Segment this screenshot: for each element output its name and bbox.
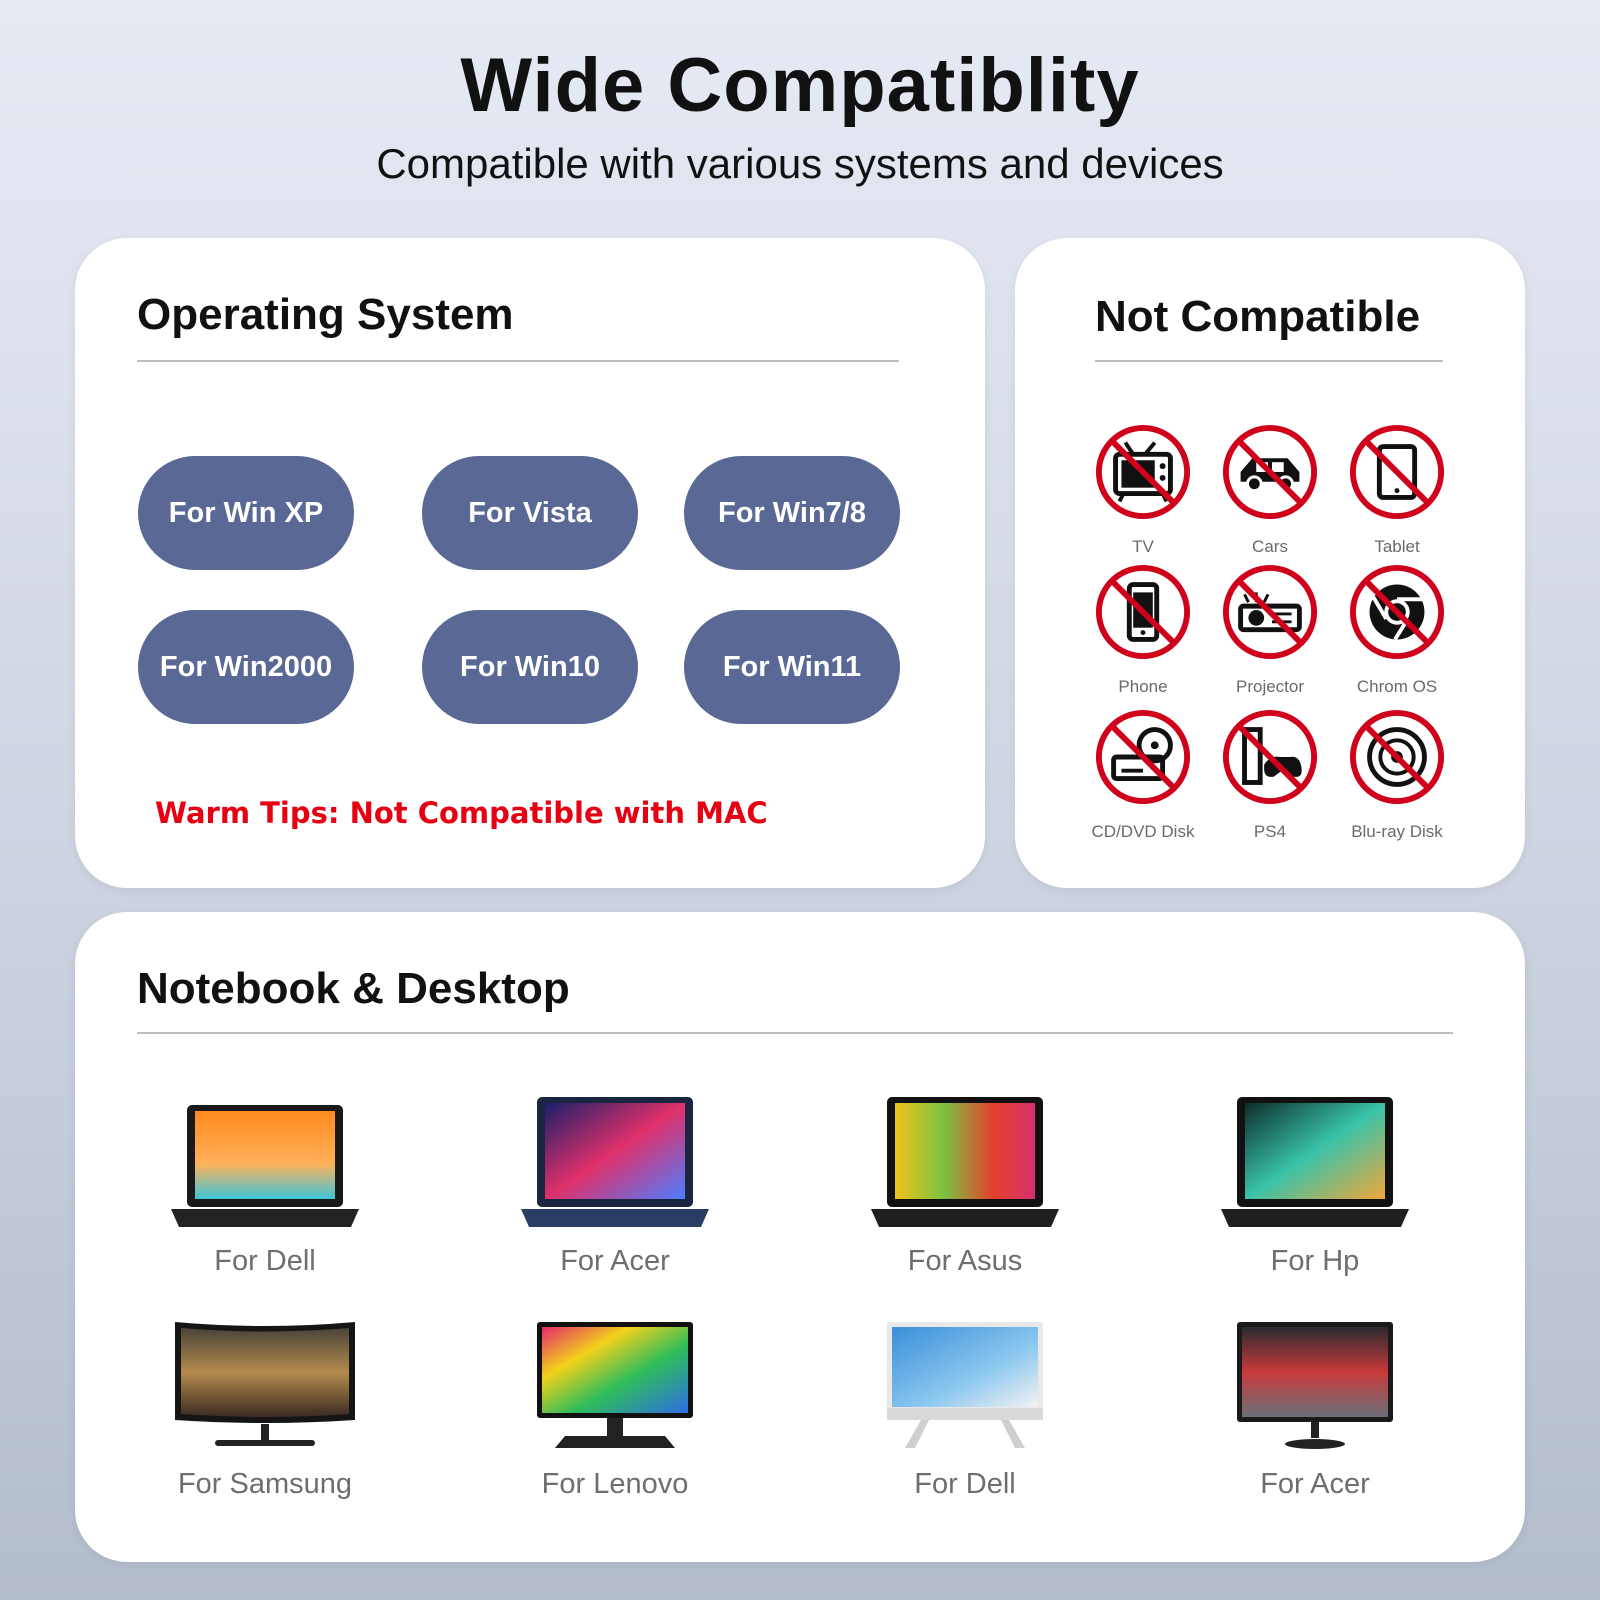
- page-title: Wide Compatiblity: [460, 43, 1140, 128]
- not-compatible-item-tv: TV: [1068, 423, 1218, 563]
- laptop-icon: [171, 1105, 359, 1227]
- not-compatible-title: Not Compatible: [1095, 292, 1421, 341]
- cd-drive-icon: [1095, 709, 1191, 805]
- device-dell-all-in-one: For Dell: [815, 1320, 1115, 1520]
- not-compatible-divider: [1095, 360, 1443, 362]
- device-label: For Dell: [914, 1468, 1016, 1500]
- os-badge-win11: For Win11: [684, 610, 900, 724]
- device-label: For Hp: [1270, 1245, 1360, 1277]
- not-compatible-label: Blu-ray Disk: [1351, 822, 1443, 841]
- not-compatible-item-cd-dvd: CD/DVD Disk: [1068, 708, 1218, 848]
- os-badge-win-xp: For Win XP: [138, 456, 354, 570]
- device-dell-laptop: For Dell: [115, 1097, 415, 1297]
- os-badge-vista: For Vista: [422, 456, 638, 570]
- tablet-icon: [1349, 424, 1445, 520]
- not-compatible-label: TV: [1132, 537, 1154, 556]
- projector-icon: [1222, 564, 1318, 660]
- disc-icon: [1349, 709, 1445, 805]
- not-compatible-label: Tablet: [1374, 537, 1420, 556]
- warm-tip: Warm Tips: Not Compatible with MAC: [155, 796, 768, 830]
- not-compatible-item-phone: Phone: [1068, 563, 1218, 703]
- operating-system-title: Operating System: [137, 290, 514, 339]
- device-acer-monitor: For Acer: [1165, 1320, 1465, 1520]
- operating-system-divider: [137, 360, 899, 362]
- device-label: For Asus: [907, 1245, 1023, 1277]
- os-badge-win2000: For Win2000: [138, 610, 354, 724]
- tv-icon: [1095, 424, 1191, 520]
- all-in-one-icon: [537, 1322, 693, 1448]
- not-compatible-label: Chrom OS: [1356, 677, 1438, 696]
- device-label: For Dell: [214, 1245, 316, 1277]
- not-compatible-item-blu-ray: Blu-ray Disk: [1322, 708, 1472, 848]
- laptop-icon: [1221, 1097, 1409, 1227]
- car-icon: [1222, 424, 1318, 520]
- not-compatible-item-cars: Cars: [1195, 423, 1345, 563]
- not-compatible-item-ps4: PS4: [1195, 708, 1345, 848]
- notebook-desktop-title: Notebook & Desktop: [137, 964, 570, 1013]
- not-compatible-label: PS4: [1253, 822, 1287, 841]
- not-compatible-item-projector: Projector: [1195, 563, 1345, 703]
- not-compatible-item-chrome-os: Chrom OS: [1322, 563, 1472, 703]
- notebook-desktop-divider: [137, 1032, 1453, 1034]
- not-compatible-card: Not Compatible TV Cars: [1015, 238, 1525, 888]
- device-acer-laptop: For Acer: [465, 1097, 765, 1297]
- device-asus-laptop: For Asus: [815, 1097, 1115, 1297]
- page-subtitle: Compatible with various systems and devi…: [376, 140, 1224, 187]
- laptop-icon: [521, 1097, 709, 1227]
- operating-system-card: Operating System For Win XP For Vista Fo…: [75, 238, 985, 888]
- device-samsung-monitor: For Samsung: [115, 1320, 415, 1520]
- not-compatible-label: Projector: [1235, 677, 1305, 696]
- device-label: For Acer: [560, 1245, 670, 1277]
- device-hp-laptop: For Hp: [1165, 1097, 1465, 1297]
- monitor-icon: [1237, 1322, 1393, 1449]
- device-label: For Lenovo: [541, 1468, 689, 1500]
- not-compatible-item-tablet: Tablet: [1322, 423, 1472, 563]
- os-badge-win10: For Win10: [422, 610, 638, 724]
- phone-icon: [1095, 564, 1191, 660]
- not-compatible-label: Cars: [1252, 537, 1288, 556]
- device-label: For Acer: [1260, 1468, 1370, 1500]
- not-compatible-label: CD/DVD Disk: [1091, 822, 1195, 841]
- device-label: For Samsung: [177, 1468, 353, 1500]
- not-compatible-label: Phone: [1118, 677, 1168, 696]
- monitor-icon: [175, 1322, 355, 1446]
- notebook-desktop-card: Notebook & Desktop For Dell For Acer For…: [75, 912, 1525, 1562]
- device-lenovo-all-in-one: For Lenovo: [465, 1320, 765, 1520]
- laptop-icon: [871, 1097, 1059, 1227]
- chrome-icon: [1349, 564, 1445, 660]
- all-in-one-icon: [887, 1322, 1043, 1448]
- game-console-icon: [1222, 709, 1318, 805]
- os-badge-win7-8: For Win7/8: [684, 456, 900, 570]
